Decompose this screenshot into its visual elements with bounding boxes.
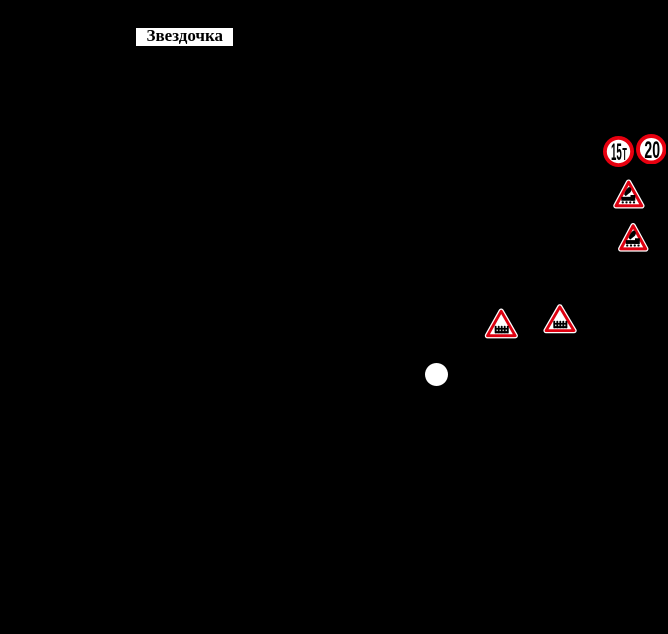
svg-text:15: 15	[611, 139, 622, 166]
svg-text:20: 20	[644, 137, 660, 164]
svg-text:Т: Т	[622, 144, 627, 164]
